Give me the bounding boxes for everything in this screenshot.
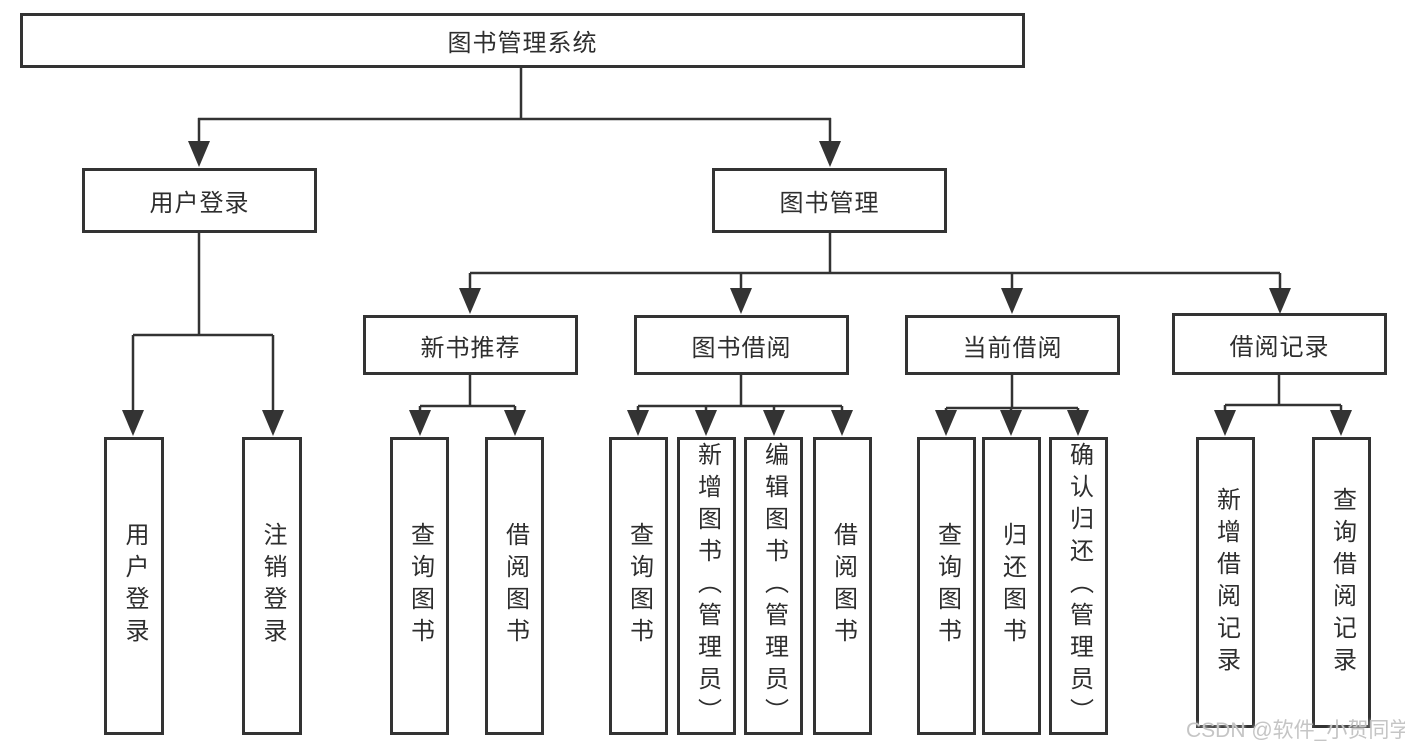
leaf-edit-books-admin: 编辑图书（管理员） [744, 437, 803, 735]
leaf-add-borrow-record: 新增借阅记录 [1196, 437, 1255, 728]
leaf-query-books-recommend-label: 查询图书 [406, 522, 434, 650]
node-library-management-system: 图书管理系统 [20, 13, 1025, 68]
leaf-borrow-books-recommend: 借阅图书 [485, 437, 544, 735]
leaf-add-books-admin-label: 新增图书（管理员） [693, 442, 721, 730]
leaf-logout-label: 注销登录 [259, 522, 286, 650]
leaf-borrow-books-label: 借阅图书 [829, 522, 857, 650]
node-new-book-recommendation: 新书推荐 [363, 315, 578, 375]
leaf-query-borrow-record: 查询借阅记录 [1312, 437, 1371, 728]
leaf-query-books-current: 查询图书 [917, 437, 976, 735]
watermark-text: CSDN @软件_小贺同学 [1186, 719, 1405, 742]
node-current-borrowing: 当前借阅 [905, 315, 1120, 375]
leaf-user-login: 用户登录 [104, 437, 164, 735]
leaf-query-books-borrowing: 查询图书 [609, 437, 668, 735]
leaf-add-books-admin: 新增图书（管理员） [677, 437, 736, 735]
leaf-confirm-return-admin: 确认归还（管理员） [1049, 437, 1108, 735]
leaf-query-books-borrowing-label: 查询图书 [625, 522, 653, 650]
leaf-logout: 注销登录 [242, 437, 302, 735]
leaf-borrow-books-recommend-label: 借阅图书 [501, 522, 529, 650]
leaf-add-borrow-record-label: 新增借阅记录 [1212, 486, 1240, 679]
leaf-query-books-recommend: 查询图书 [390, 437, 449, 735]
node-book-borrowing: 图书借阅 [634, 315, 849, 375]
leaf-return-books-label: 归还图书 [998, 522, 1026, 650]
leaf-edit-books-admin-label: 编辑图书（管理员） [760, 442, 788, 730]
node-user-login: 用户登录 [82, 168, 317, 233]
leaf-borrow-books: 借阅图书 [813, 437, 872, 735]
leaf-return-books: 归还图书 [982, 437, 1041, 735]
leaf-query-books-current-label: 查询图书 [933, 522, 961, 650]
arrowheads [122, 141, 1352, 436]
node-borrowing-records: 借阅记录 [1172, 313, 1387, 375]
leaf-confirm-return-admin-label: 确认归还（管理员） [1065, 442, 1093, 730]
node-book-management: 图书管理 [712, 168, 947, 233]
leaf-user-login-label: 用户登录 [121, 522, 148, 650]
leaf-query-borrow-record-label: 查询借阅记录 [1328, 486, 1356, 679]
